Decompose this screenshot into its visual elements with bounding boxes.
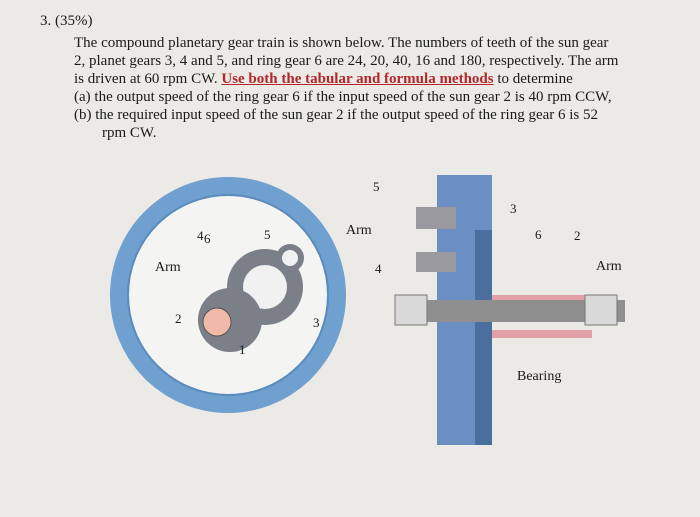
- bearing-right: [584, 294, 618, 326]
- label-side-gear-4: 4: [375, 261, 382, 276]
- planet-4-side: [416, 252, 456, 272]
- problem-body: The compound planetary gear train is sho…: [74, 34, 674, 142]
- label-side-gear-6: 6: [535, 227, 542, 242]
- problem-line-3-tail: to determine: [493, 71, 573, 87]
- planet-3-side: [416, 207, 456, 229]
- label-gear-3: 3: [313, 315, 320, 330]
- front-view: 6 4 5 Arm 2 3 1: [110, 177, 346, 413]
- label-side-arm-right: Arm: [596, 259, 622, 274]
- label-gear-6: 6: [204, 231, 211, 246]
- problem-part-b: (b) the required input speed of the sun …: [74, 107, 599, 123]
- main-shaft: [395, 300, 625, 322]
- label-bearing: Bearing: [517, 369, 561, 384]
- emphasis-text: Use both the tabular and formula methods: [221, 71, 494, 87]
- problem-part-b-cont: rpm CW.: [102, 125, 157, 141]
- sun-gear-2: [202, 307, 232, 337]
- label-gear-5: 5: [264, 227, 271, 242]
- label-side-arm: Arm: [346, 223, 372, 238]
- side-view: 5 3 Arm 6 2 4 Arm Bearing: [346, 175, 625, 445]
- label-link-1: 1: [239, 342, 246, 357]
- housing-shadow: [475, 230, 492, 445]
- planet-gear-5-hub: [282, 250, 298, 266]
- label-side-gear-3: 3: [510, 201, 517, 216]
- arm-shaft-lower: [492, 330, 592, 338]
- problem-line-3-text: is driven at 60 rpm CW.: [74, 71, 222, 87]
- planet-gear-4-hub: [243, 265, 287, 309]
- problem-part-a: (a) the output speed of the ring gear 6 …: [74, 89, 612, 105]
- problem-line-3: is driven at 60 rpm CW. Use both the tab…: [74, 70, 674, 88]
- problem-line-1: The compound planetary gear train is sho…: [74, 35, 609, 51]
- label-side-gear-5: 5: [373, 179, 380, 194]
- label-gear-4: 4: [197, 228, 204, 243]
- problem-number: 3. (35%): [40, 13, 93, 29]
- problem-line-2: 2, planet gears 3, 4 and 5, and ring gea…: [74, 53, 619, 69]
- label-arm-left: Arm: [155, 260, 181, 275]
- label-gear-2: 2: [175, 311, 182, 326]
- label-side-gear-2: 2: [574, 228, 581, 243]
- bearing-left: [394, 294, 428, 326]
